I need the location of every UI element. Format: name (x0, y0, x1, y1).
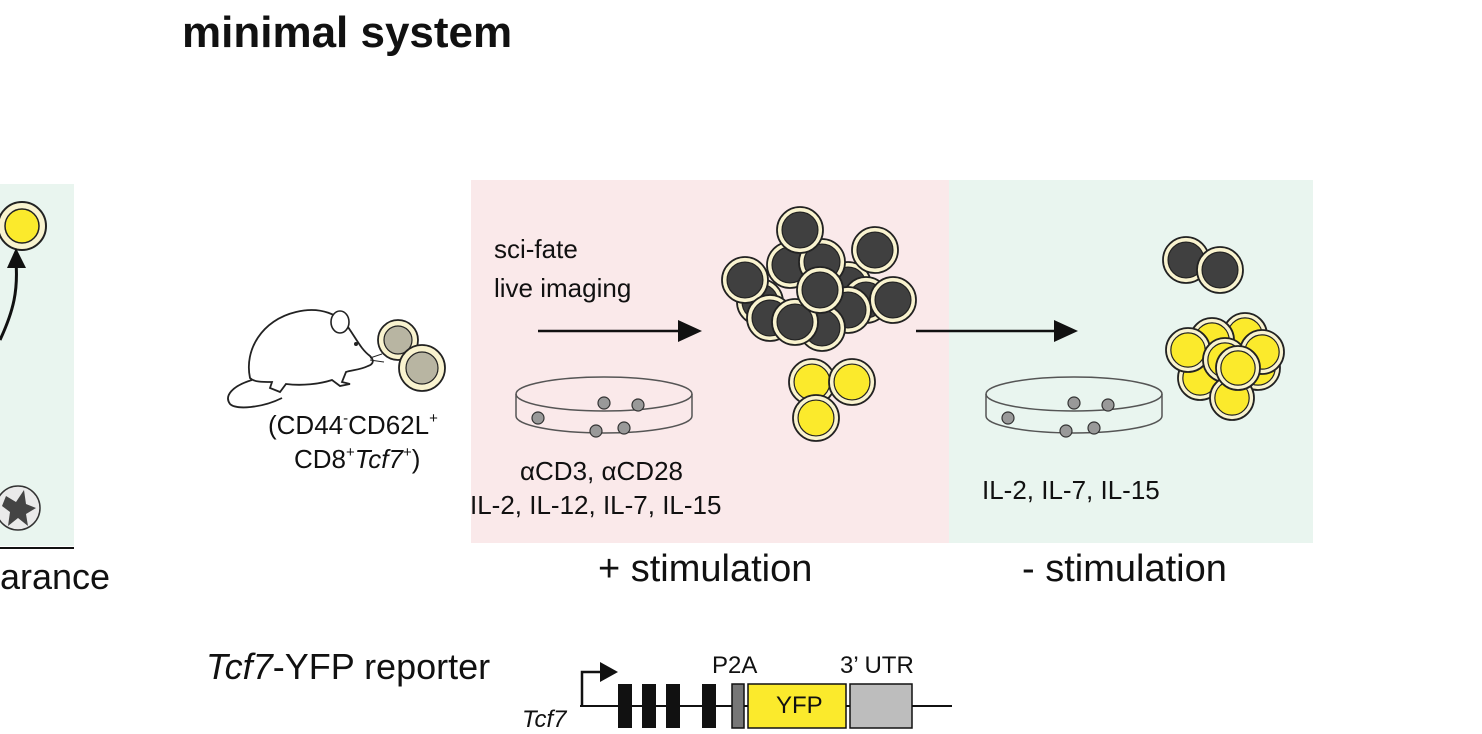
stim-media-line1: αCD3, αCD28 (520, 456, 683, 486)
petri-dish-icon (985, 376, 1163, 438)
p2a-block (731, 683, 745, 729)
cd44-text: (CD44 (268, 410, 344, 440)
mouse-phenotype-line2: CD8+Tcf7+) (294, 444, 420, 475)
cd8-sup: + (346, 444, 355, 461)
page-title: minimal system (182, 8, 513, 57)
tcf7-gene-text: Tcf7 (354, 444, 403, 474)
stim-media-line2: IL-2, IL-12, IL-7, IL-15 (470, 490, 722, 520)
petri-dish-icon (515, 376, 693, 438)
dark-cell-icon (796, 266, 844, 314)
yfp-label: YFP (776, 692, 823, 719)
exon-block (666, 684, 680, 728)
utr-label: 3’ UTR (840, 652, 914, 679)
dark-cell-icon (776, 206, 824, 254)
cd62l-sup: + (429, 410, 438, 427)
reporter-gene: Tcf7 (206, 646, 273, 687)
arrow-icon (538, 320, 702, 342)
rest-media-line1: IL-2, IL-7, IL-15 (982, 475, 1160, 505)
left-panel-graphics (0, 201, 74, 549)
cd62l-text: CD62L (348, 410, 430, 440)
p2a-label: P2A (712, 652, 758, 679)
plus-stimulation-label: + stimulation (598, 548, 813, 590)
yfp-cell-icon (792, 394, 840, 442)
cd8-text: CD8 (294, 444, 347, 474)
dark-cell-icon (721, 256, 769, 304)
method-sci-fate: sci-fate (494, 234, 578, 264)
reporter-title: Tcf7-YFP reporter (206, 646, 490, 688)
exon-block (702, 684, 716, 728)
promoter-arrow-icon (580, 670, 604, 706)
utr-block (849, 683, 913, 729)
left-panel-label: arance (0, 556, 111, 597)
arrow-head-icon (7, 248, 26, 268)
cd44-sup: - (343, 410, 349, 427)
yfp-block (747, 683, 847, 729)
arrow-icon (916, 320, 1078, 342)
reporter-construct (580, 662, 952, 729)
minus-stimulation-label: - stimulation (1022, 548, 1227, 590)
curved-arrow-line (0, 261, 18, 341)
close-paren: ) (411, 444, 421, 474)
dark-cell-icon (851, 226, 899, 274)
tcf7-sup: + (402, 444, 412, 461)
gene-label: Tcf7 (522, 706, 567, 733)
exon-block (618, 684, 632, 728)
method-live-imaging: live imaging (494, 273, 632, 303)
dark-cell-icon (869, 276, 917, 324)
yfp-cell-icon (1215, 345, 1261, 391)
mouse-phenotype-line1: (CD44-CD62L+ (268, 410, 438, 441)
exon-block (642, 684, 656, 728)
mouse-icon (227, 309, 446, 409)
dark-cell-icon (771, 298, 819, 346)
dark-cell-icon (1196, 246, 1244, 294)
reporter-title-rest: -YFP reporter (272, 646, 491, 687)
yfp-cell-icon (828, 358, 876, 406)
